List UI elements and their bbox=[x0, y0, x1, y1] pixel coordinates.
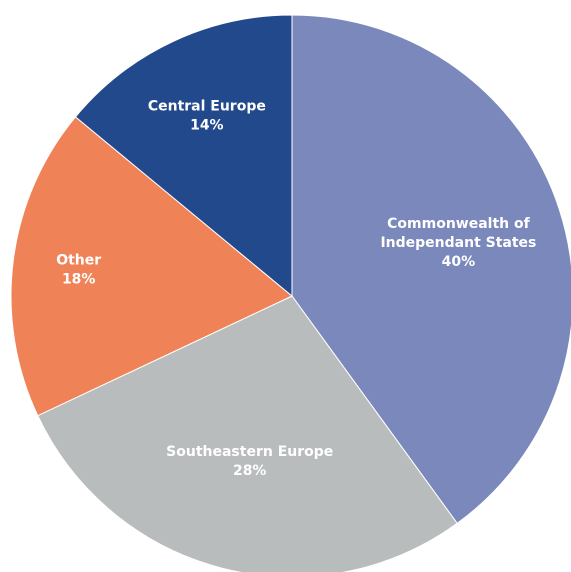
pie-slice-central-europe bbox=[74, 14, 293, 298]
pie-label-central-europe: Central Europe 14% bbox=[148, 99, 266, 134]
pie-slices bbox=[10, 14, 571, 572]
pie-label-other: Other 18% bbox=[56, 253, 101, 288]
slice-value-label: 28% bbox=[233, 463, 267, 479]
pie-slice-southeastern-europe bbox=[37, 295, 458, 572]
slice-category-label: Independant States bbox=[380, 235, 536, 251]
slice-category-label: Commonwealth of bbox=[387, 216, 530, 232]
pie-label-southeastern-europe: Southeastern Europe 28% bbox=[166, 444, 333, 479]
pie-slice-commonwealth-of-independant-states bbox=[291, 14, 571, 525]
slice-value-label: 14% bbox=[190, 118, 224, 134]
slice-category-label: Other bbox=[56, 253, 101, 269]
pie-labels: Commonwealth of Independant States 40% Sout… bbox=[56, 99, 536, 480]
slice-value-label: 18% bbox=[62, 272, 96, 288]
slice-value-label: 40% bbox=[442, 254, 476, 270]
slice-category-label: Central Europe bbox=[148, 99, 266, 115]
pie-slice-other bbox=[10, 116, 293, 417]
pie-label-commonwealth-of-independant-states: Commonwealth of Independant States 40% bbox=[380, 216, 536, 270]
slice-category-label: Southeastern Europe bbox=[166, 444, 333, 460]
